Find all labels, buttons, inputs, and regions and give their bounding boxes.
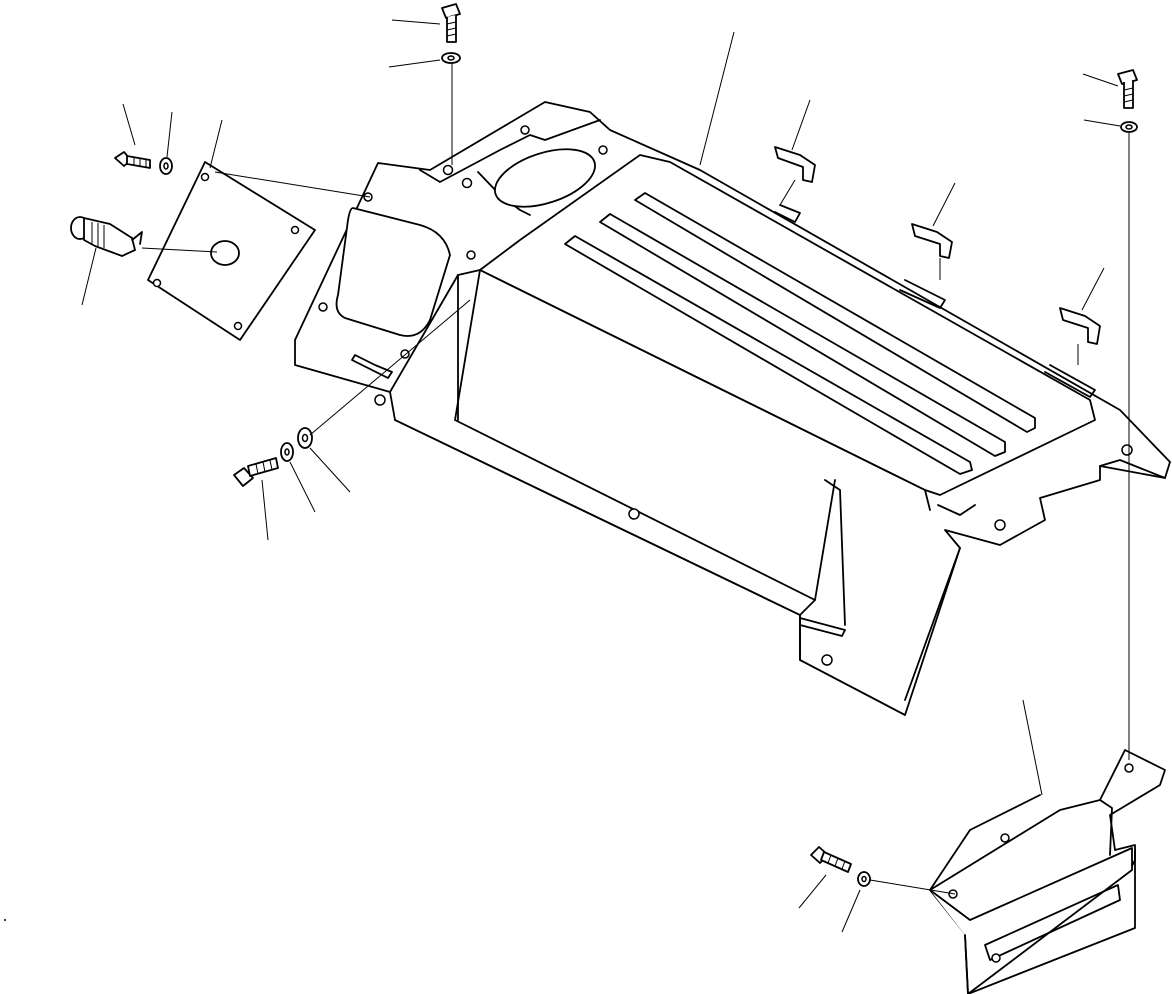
bolt-front-left bbox=[233, 427, 313, 487]
small-screw-left bbox=[114, 151, 173, 175]
clip-2 bbox=[911, 223, 953, 259]
speck bbox=[4, 919, 6, 921]
bolt-top-center bbox=[441, 3, 461, 64]
clip-1 bbox=[774, 146, 816, 183]
clip-3 bbox=[1059, 307, 1101, 345]
bolt-top-right bbox=[1117, 69, 1138, 133]
lower-bracket bbox=[929, 749, 1166, 994]
leader-lines bbox=[81, 19, 1130, 933]
pressure-switch bbox=[70, 216, 143, 257]
inspection-plate bbox=[147, 161, 316, 341]
main-cover bbox=[294, 101, 1171, 716]
bolt-lower-right bbox=[810, 846, 871, 887]
